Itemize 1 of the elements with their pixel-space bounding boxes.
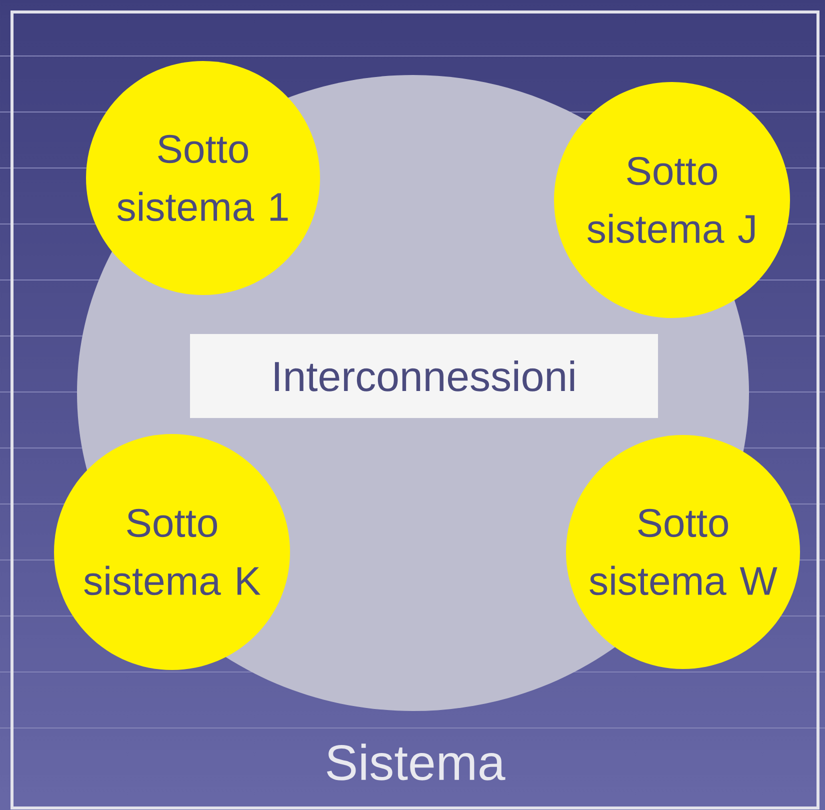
label-box: Interconnessioni xyxy=(190,334,658,418)
